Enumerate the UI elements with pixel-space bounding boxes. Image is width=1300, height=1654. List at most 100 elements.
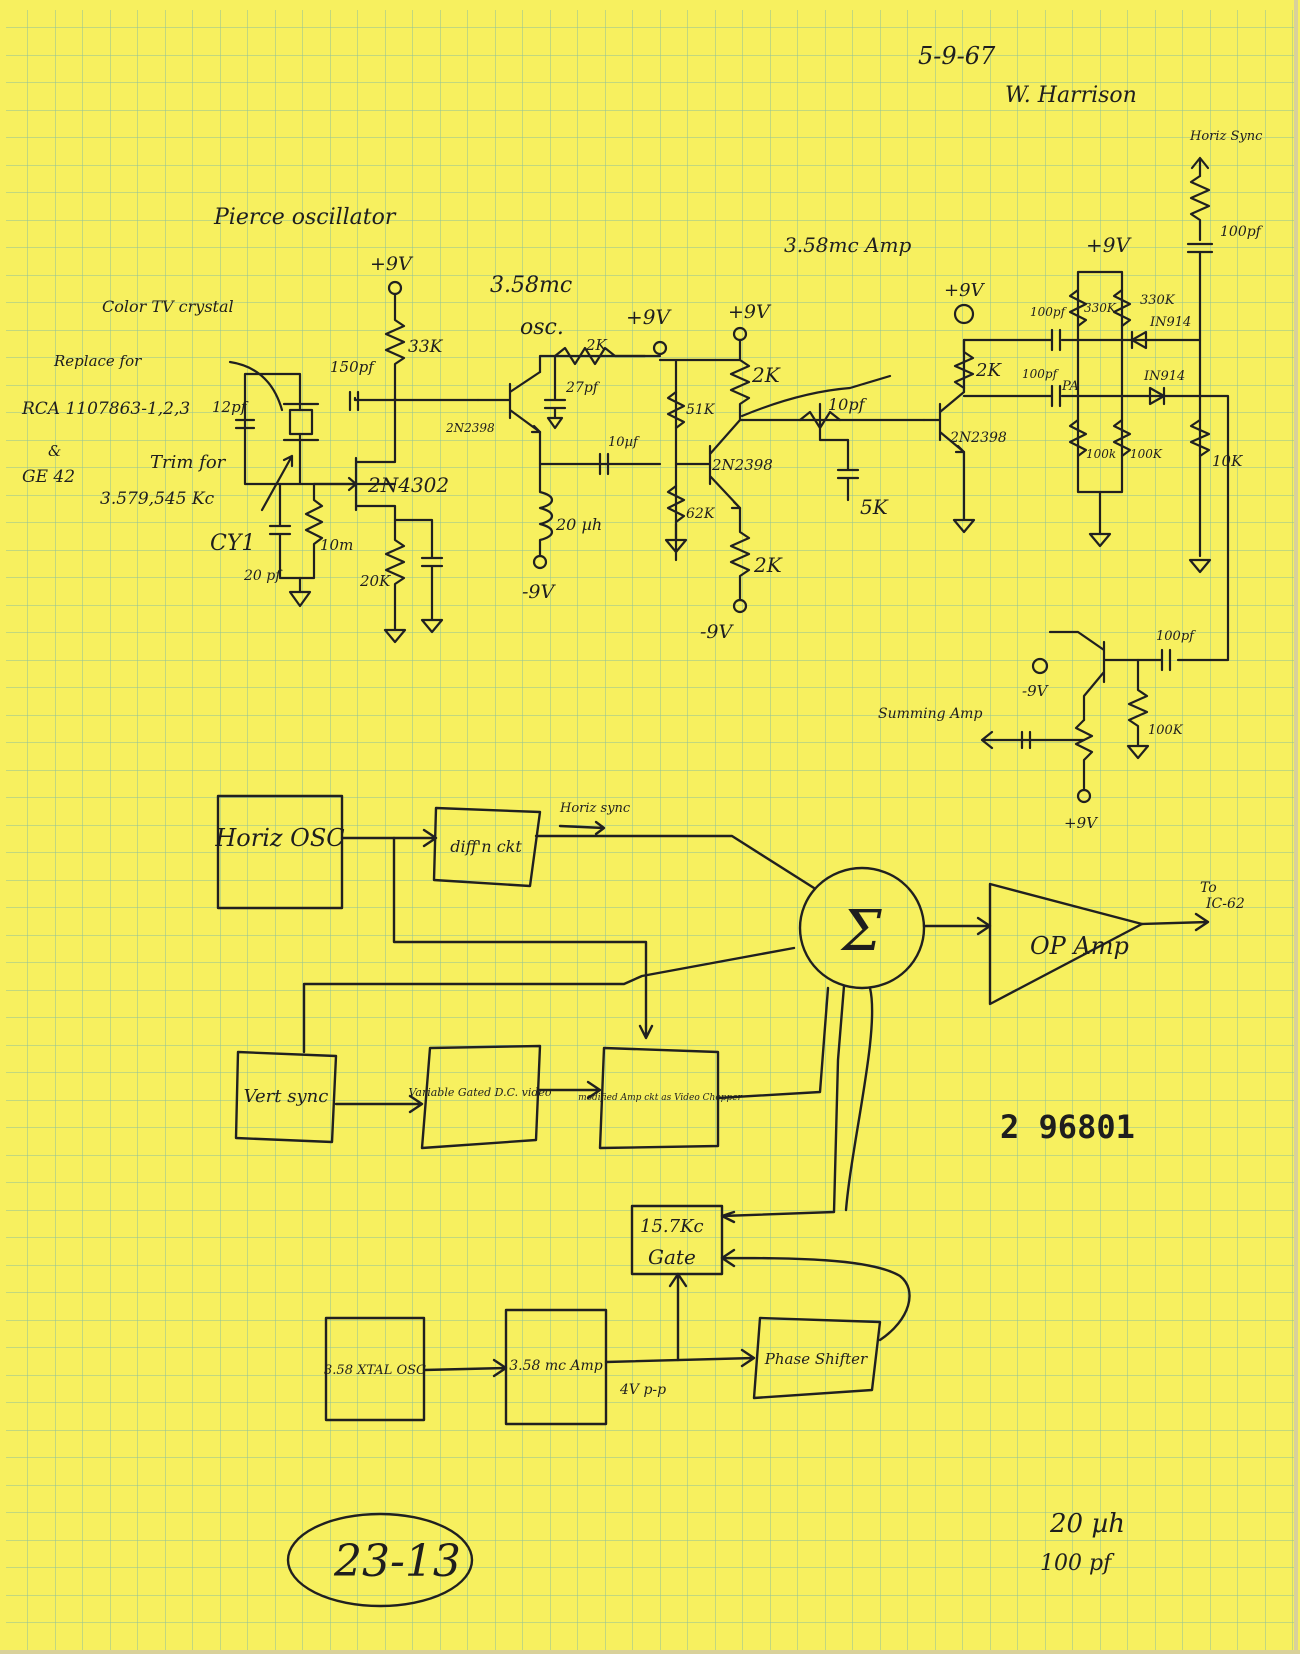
wire-chopper-to-sum bbox=[716, 986, 830, 1100]
diode-1 bbox=[1130, 330, 1148, 350]
block-phase-shifter bbox=[752, 1316, 882, 1400]
and-label: & bbox=[48, 442, 61, 460]
wire-xtal-to-amp bbox=[422, 1358, 508, 1378]
q3-label: 2N2398 bbox=[949, 430, 1007, 446]
res-100k-b bbox=[1112, 418, 1132, 458]
circled-number: 23-13 bbox=[333, 1536, 461, 1587]
schematic bbox=[228, 156, 1230, 804]
vert-sync-label: Vert sync bbox=[244, 1086, 329, 1107]
q2-label: 2N2398 bbox=[711, 456, 773, 474]
crystal-symbol bbox=[282, 402, 320, 442]
osc-label-1: 3.58mc bbox=[490, 273, 572, 298]
grid-lines bbox=[6, 10, 1296, 1650]
amp-358-label: 3.58 mc Amp bbox=[509, 1358, 603, 1374]
block-horiz-sync-label: Horiz sync bbox=[559, 801, 631, 816]
res-10k-label: 10K bbox=[1212, 452, 1243, 470]
res-10k bbox=[1189, 418, 1211, 458]
res-330k-label: 330K bbox=[1084, 301, 1117, 315]
q1-body bbox=[476, 370, 542, 434]
to-label: To bbox=[1200, 880, 1217, 896]
res-2k-d bbox=[953, 338, 975, 390]
res-51k-label: 51K bbox=[686, 402, 716, 418]
res-2k-b bbox=[729, 338, 751, 422]
horiz-osc-text: Horiz OSC bbox=[214, 824, 344, 852]
xtal-osc-label: 3.58 XTAL OSC bbox=[324, 1363, 426, 1378]
cap-100pf-a-label: 100pf bbox=[1030, 305, 1068, 319]
block-diff-ckt bbox=[432, 806, 542, 888]
to-target-label: IC-62 bbox=[1205, 896, 1245, 912]
node-plus9-4 bbox=[953, 303, 975, 325]
replace-label: Replace for bbox=[53, 352, 142, 370]
block-var-gated bbox=[420, 1044, 542, 1150]
schematic-title: Pierce oscillator bbox=[213, 205, 397, 230]
wire-amp-to-gate bbox=[668, 1272, 688, 1362]
plus9-1-label: +9V bbox=[370, 253, 414, 275]
summing-amp-label: Summing Amp bbox=[878, 706, 982, 722]
res-100k-c-label: 100K bbox=[1148, 723, 1184, 738]
ground-mixer bbox=[1088, 490, 1112, 548]
res-2k-c-label: 2K bbox=[753, 553, 783, 577]
horiz-osc-label: Horiz OSC bbox=[214, 824, 344, 852]
wire-phase-to-gate bbox=[720, 1248, 911, 1342]
q3-emitter bbox=[952, 450, 976, 534]
pa-label: PA bbox=[1061, 379, 1079, 394]
res-sum-bottom bbox=[1074, 718, 1094, 792]
cap-10pf-label: 10pf bbox=[828, 395, 868, 414]
pot-5k bbox=[798, 402, 850, 442]
author-label: W. Harrison bbox=[1005, 83, 1137, 108]
osc-label-2: osc. bbox=[520, 315, 564, 340]
res-2k-c bbox=[729, 506, 751, 602]
block-mod-chopper bbox=[598, 1046, 720, 1150]
summing-feedback bbox=[1176, 394, 1230, 662]
mod-chopper-label: modified Amp ckt as Video Chopper bbox=[578, 1093, 743, 1103]
phase-shifter-label: Phase Shifter bbox=[764, 1350, 868, 1368]
cap-12pf-label: 12pf bbox=[212, 398, 249, 416]
res-100k-c bbox=[1126, 658, 1150, 760]
cap-5k-ground bbox=[836, 438, 860, 502]
trimmer-arrow bbox=[260, 454, 294, 512]
gate-freq-label: 15.7Kc bbox=[640, 1216, 704, 1237]
res-2k-d-label: 2K bbox=[975, 360, 1002, 381]
res-100k-b-label: 100K bbox=[1130, 447, 1163, 461]
plus9-6-label: +9V bbox=[1064, 814, 1099, 832]
res-2k-a bbox=[553, 346, 647, 366]
res-330k-b-label: 330K bbox=[1140, 293, 1176, 308]
res-20k-label: 20K bbox=[359, 572, 391, 590]
wire-diff-to-sum bbox=[534, 834, 816, 890]
ind-20uh-label: 20 µh bbox=[555, 515, 602, 534]
diode-2 bbox=[1148, 386, 1166, 406]
block-summer bbox=[798, 866, 926, 990]
cap-100pf-a bbox=[1050, 328, 1062, 352]
ground-2 bbox=[383, 628, 407, 644]
cap-100pf-b bbox=[1050, 384, 1062, 408]
crystal-label: Color TV crystal bbox=[102, 297, 234, 316]
cap-12pf bbox=[234, 418, 256, 430]
cy1-label: CY1 bbox=[210, 531, 255, 556]
mixer-rail bbox=[1076, 270, 1124, 494]
q3-body bbox=[922, 390, 966, 454]
var-gated-label: Variable Gated D.C. video bbox=[408, 1086, 551, 1099]
sum-out bbox=[980, 730, 1086, 750]
wire-vert-to-gated bbox=[334, 1094, 424, 1114]
res-62k-label: 62K bbox=[686, 506, 716, 522]
res-100k-a-label: 100k bbox=[1086, 447, 1116, 461]
res-62k bbox=[666, 484, 686, 524]
plus9-4-label: +9V bbox=[944, 280, 986, 301]
plus9-3-label: +9V bbox=[728, 301, 772, 323]
block-diagram bbox=[216, 794, 1210, 1608]
wire-amp-to-phase bbox=[604, 1348, 756, 1368]
cap-100pf-c-label: 100pf bbox=[1220, 224, 1264, 240]
res-51k bbox=[666, 390, 686, 430]
circled-number-outline bbox=[286, 1512, 474, 1608]
node-minus9-2 bbox=[732, 598, 748, 614]
corner-note-1: 20 µh bbox=[1049, 1509, 1125, 1539]
op-amp-label: OP Amp bbox=[1030, 932, 1129, 960]
amp-label: 3.58mc Amp bbox=[784, 233, 911, 257]
gate-label: Gate bbox=[648, 1245, 696, 1269]
cap-27pf bbox=[543, 354, 567, 430]
wire-osc-down bbox=[392, 836, 654, 1040]
block-labels: Horiz OSC diff'n ckt Horiz sync Σ OP Amp… bbox=[214, 801, 1245, 1398]
res-2k-a-label: 2K bbox=[585, 336, 608, 354]
date-label: 5-9-67 bbox=[918, 42, 996, 70]
